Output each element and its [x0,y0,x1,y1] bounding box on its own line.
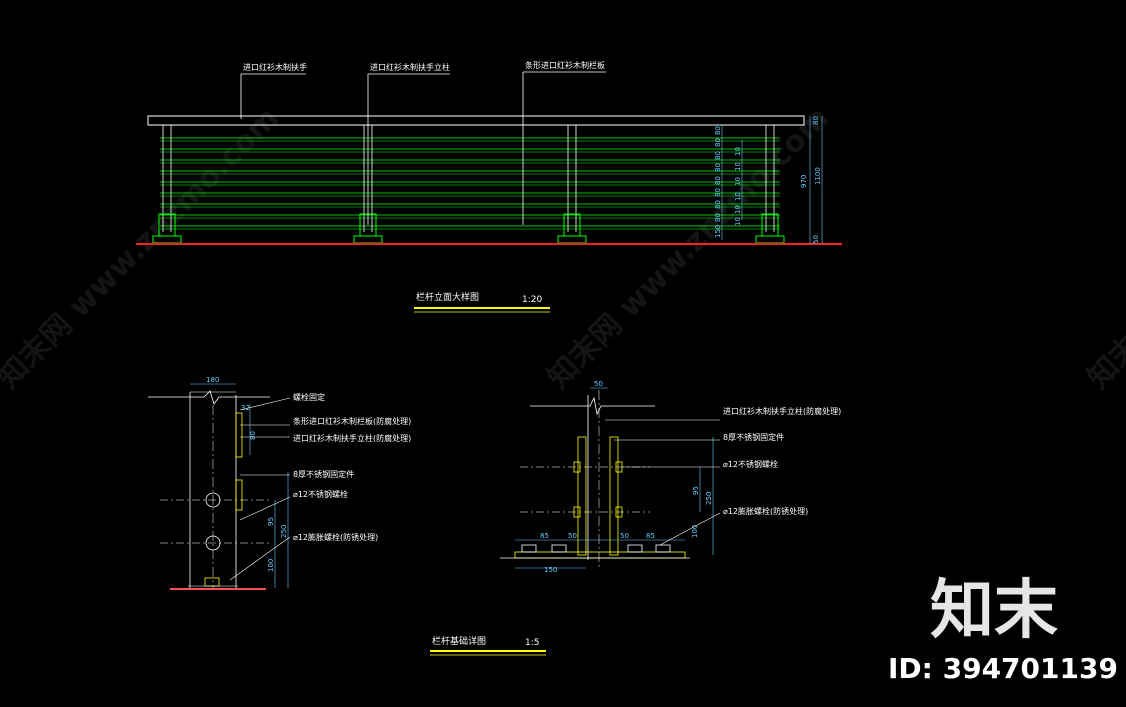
dim-95: 95 [267,517,275,526]
dim-80-top: 80 [812,116,820,125]
foundation-title: 栏杆基础详图 [432,635,486,647]
dim-right-label: 80 [714,200,722,209]
dim-50-bottom: 50 [812,235,820,244]
callout-bolt-fix: 螺栓固定 [293,392,325,402]
dim-85-right: 85 [646,532,655,540]
detail-right: 50 85 50 150 50 85 100 95 250 进口红衫木制扶手立柱… [500,380,841,574]
dim-right-label: 80 [714,151,722,160]
callout-expansion-bolt: ⌀12膨胀螺栓(防锈处理) [293,532,378,542]
detail-left: 180 32 80 95 250 100 螺栓固定 条形进口红衫木制栏板(防腐处… [148,376,411,590]
railing-elevation: 进口红衫木制扶手 进口红衫木制扶手立柱 条形进口红衫木制栏板 808080808… [136,60,842,313]
dim-inner-label: 10 [734,177,742,186]
callout-post-treated-right: 进口红衫木制扶手立柱(防腐处理) [723,406,841,416]
dim-150: 150 [544,566,557,574]
callout-steel-plate-right: 8厚不锈钢固定件 [723,432,784,442]
dim-right-label: 150 [714,225,722,238]
callout-steel-bolt: ⌀12不锈钢螺栓 [293,489,348,499]
dim-32: 32 [241,404,250,412]
dim-50-right: 50 [620,532,629,540]
slats-group [160,137,780,230]
post-base [755,235,785,244]
callout-steel-plate: 8厚不锈钢固定件 [293,469,354,479]
dim-970: 970 [800,175,808,188]
elevation-title: 栏杆立面大样图 [416,291,479,303]
dim-180: 180 [206,376,219,384]
callout-handrail: 进口红衫木制扶手 [243,62,307,72]
dim-95-right: 95 [692,486,700,495]
post-base [353,235,383,244]
watermark-text: 知末网 www.znzmo.com [0,101,286,396]
foundation-title-block: 栏杆基础详图 1:5 [430,635,546,656]
post-bracket [158,213,176,237]
posts-group [152,125,785,244]
dim-100: 100 [267,559,275,572]
post-base [557,235,587,244]
watermark-text: 知末网 [1081,307,1126,395]
dim-80: 80 [249,431,257,440]
dim-right-label: 80 [714,188,722,197]
elevation-scale: 1:20 [522,295,542,305]
dim-85-left: 85 [540,532,549,540]
handrail-top [147,115,805,126]
dim-250-right: 250 [705,492,713,505]
foundation-scale: 1:5 [525,638,539,648]
dim-100-base: 100 [691,525,699,538]
dim-1100: 1100 [814,167,822,185]
dim-50-left: 50 [568,532,577,540]
dim-right-label: 80 [714,176,722,185]
dim-right-label: 80 [714,138,722,147]
watermark-layer: 知末网 www.znzmo.com 知末网 www.znzmo.com 知末网 [0,101,1126,396]
dims-right-group: 80 80 80 80 80 80 80 80 150 [714,126,722,238]
dim-right-label: 80 [714,126,722,135]
dim-inner-label: 10 [734,192,742,201]
callout-post: 进口红衫木制扶手立柱 [370,62,450,72]
dim-inner-label: 10 [734,205,742,214]
callout-slat-treated: 条形进口红衫木制栏板(防腐处理) [293,416,411,426]
post-bracket [761,213,779,237]
callout-slat: 条形进口红衫木制栏板 [525,60,605,70]
callout-expansion-bolt-right: ⌀12膨胀螺栓(防锈处理) [723,506,808,516]
watermark-text: 知末网 www.znzmo.com [541,101,836,396]
dims-inner-group: 10 10 10 10 10 10 [734,147,742,226]
dim-250: 250 [280,525,288,538]
watermark-id: ID: 394701139 [888,652,1118,685]
dim-inner-label: 10 [734,147,742,156]
callout-steel-bolt-right: ⌀12不锈钢螺栓 [723,459,778,469]
dim-inner-label: 10 [734,217,742,226]
post-bracket [563,213,581,237]
brand-logo-text: 知末 [930,574,1058,648]
brand-watermark: 知末 ID: 394701139 [888,574,1118,685]
callout-post-treated: 进口红衫木制扶手立柱(防腐处理) [293,433,411,443]
dim-inner-label: 10 [734,162,742,171]
dim-50-top: 50 [594,380,603,388]
dim-right-label: 80 [714,163,722,172]
dim-right-label: 80 [714,213,722,222]
